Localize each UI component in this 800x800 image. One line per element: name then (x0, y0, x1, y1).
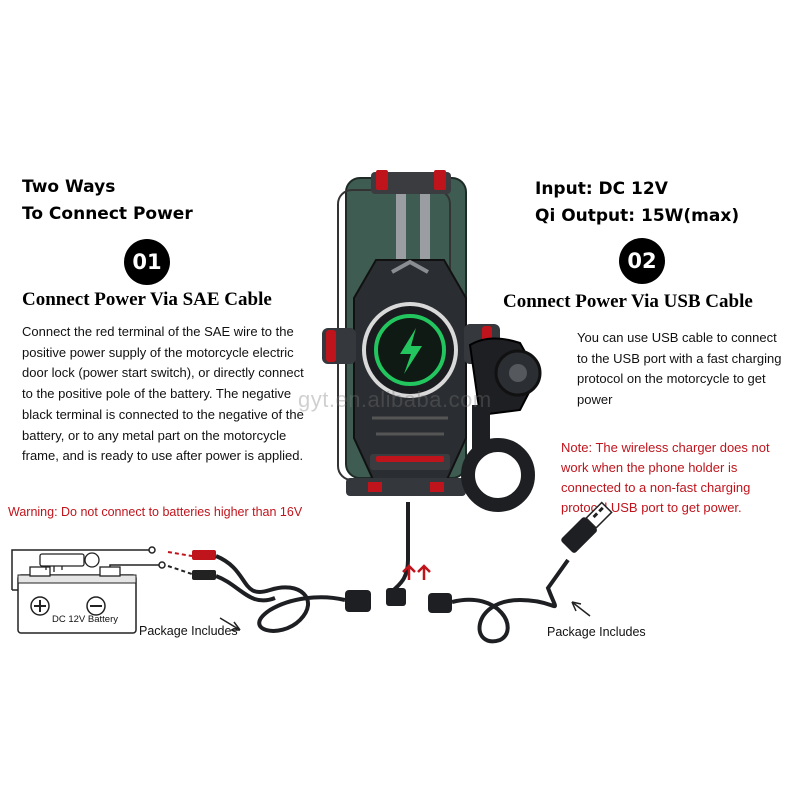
black-terminal (192, 570, 216, 580)
arrow-up-icon (402, 564, 416, 580)
usb-cable-connector (428, 593, 452, 613)
step-badge-01: 01 (124, 239, 170, 285)
section-title-sae: Connect Power Via SAE Cable (22, 289, 272, 310)
heading-specs: Input: DC 12V Qi Output: 15W(max) (535, 176, 739, 230)
section-title-usb: Connect Power Via USB Cable (503, 291, 753, 312)
arrow-up-icon (417, 564, 431, 580)
spec-output: Qi Output: 15W(max) (535, 206, 740, 226)
holder-lead (390, 502, 410, 594)
warning-text: Warning: Do not connect to batteries hig… (8, 505, 303, 519)
sae-cable (215, 554, 346, 633)
package-includes-left: Package Includes (139, 624, 238, 638)
package-includes-right: Package Includes (547, 625, 646, 639)
note-text: Note: The wireless charger does not work… (561, 440, 770, 515)
usb-cable (451, 558, 570, 644)
step-badge-02: 02 (619, 238, 665, 284)
top-clamp (371, 172, 451, 194)
bar-clamp (461, 438, 535, 512)
ignition-key-icon (39, 552, 100, 572)
red-terminal (192, 550, 216, 560)
sae-connector (345, 590, 371, 612)
heading-two-ways: Two Ways To Connect Power (22, 174, 193, 228)
heading-two-ways-line2: To Connect Power (22, 204, 193, 224)
wiring-diagram (11, 501, 613, 644)
heading-two-ways-line1: Two Ways (22, 177, 116, 197)
spec-input: Input: DC 12V (535, 179, 668, 199)
watermark: gyt.en.alibaba.com (298, 387, 492, 412)
handlebar-mount (461, 337, 542, 512)
battery (17, 566, 137, 634)
phone-holder-illustration (322, 170, 500, 496)
battery-label: DC 12V Battery (52, 614, 118, 625)
charging-bolt-icon (400, 328, 422, 374)
usb-plug-icon (561, 501, 613, 553)
section-body-sae: Connect the red terminal of the SAE wire… (22, 324, 304, 464)
section-body-usb: You can use USB cable to connect to the … (577, 330, 782, 408)
